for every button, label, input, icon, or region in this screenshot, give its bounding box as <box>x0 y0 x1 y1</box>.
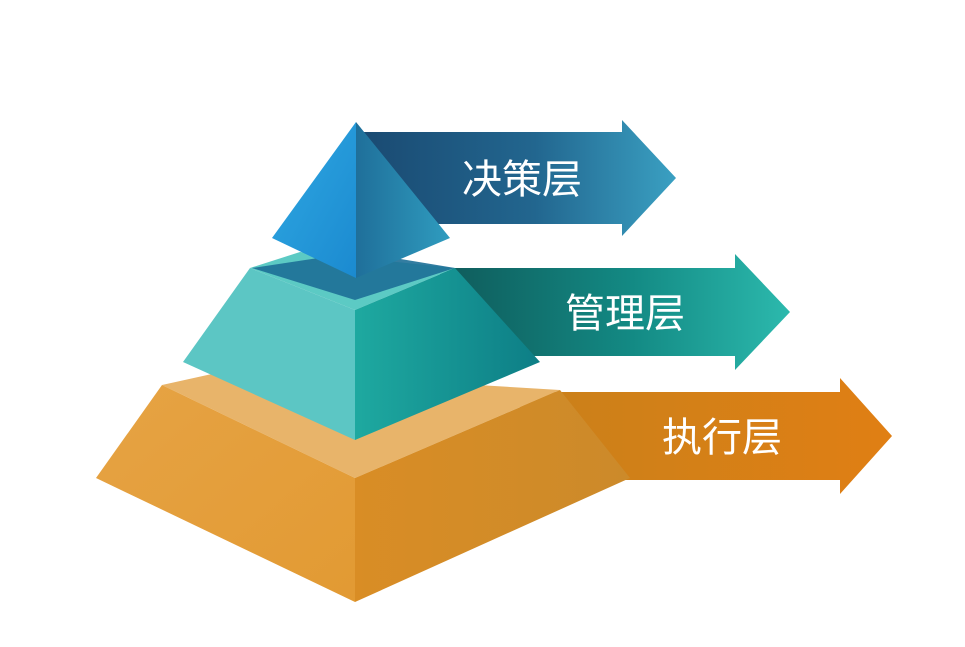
decision-layer-label: 决策层 <box>462 157 582 203</box>
management-layer-label: 管理层 <box>565 291 685 337</box>
execution-layer-label: 执行层 <box>662 415 782 461</box>
arrow-management-layer <box>440 254 790 370</box>
decision-layer-block <box>272 122 450 278</box>
management-layer-block <box>183 252 540 440</box>
arrow-decision-layer <box>362 120 676 236</box>
